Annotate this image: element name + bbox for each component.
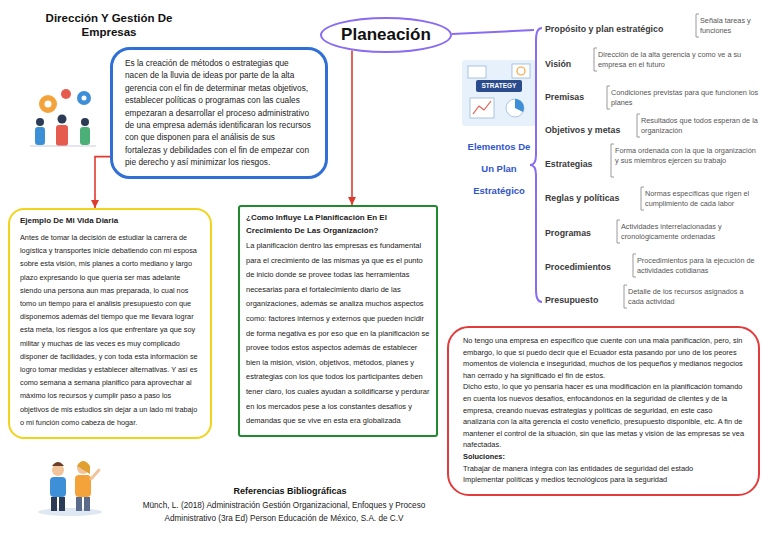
element-description: Dirección de la alta gerencia y como ve … — [598, 50, 758, 70]
references-heading: Referencias Bibliográficas — [190, 485, 390, 497]
element-description: Forma ordenada con la que la organizació… — [615, 146, 759, 166]
box-heading: Ejemplo De Mi Vida Diaria — [20, 215, 200, 227]
element-description: Normas específicas que rigen el cumplimi… — [645, 189, 759, 209]
reference-citation: Münch, L. (2018) Administración Gestión … — [118, 499, 450, 525]
element-description: Detalle de los recursos asignados a cada… — [628, 287, 758, 307]
section-heading: Elementos De Un Plan Estratégico — [466, 136, 532, 202]
element-description: Señala tareas y funciones — [700, 16, 758, 36]
people-illustration — [38, 461, 102, 516]
case-box: No tengo una empresa en específico que c… — [447, 326, 760, 496]
strategy-picture — [462, 60, 536, 126]
element-description: Condiciones previstas para que funcionen… — [611, 88, 759, 108]
box-text: Dicho esto, lo que yo pensaría hacer es … — [463, 381, 744, 451]
definition-box: Es la creación de métodos o estrategias … — [110, 47, 328, 179]
page-title: Dirección Y Gestión De Empresas — [34, 11, 184, 39]
box-text: Antes de tomar la decisión de estudiar l… — [20, 231, 200, 429]
connector-arrow — [351, 50, 353, 205]
element-name: Propósito y plan estratégico — [545, 24, 690, 35]
element-name: Visión — [545, 59, 593, 70]
team-illustration — [30, 89, 96, 146]
box-text: Planeación — [341, 25, 431, 45]
topic-oval: Planeación — [320, 17, 452, 53]
element-name: Estrategias — [545, 159, 609, 170]
box-text: Trabajar de manera íntegra con las entid… — [463, 463, 744, 475]
element-brace — [452, 28, 542, 302]
element-name: Procedimientos — [545, 262, 631, 273]
box-text: Soluciones: — [463, 451, 744, 463]
box-text: La planificación dentro las empresas es … — [246, 239, 430, 429]
box-text: Es la creación de métodos o estrategias … — [125, 57, 313, 169]
box-text: No tengo una empresa en específico que c… — [463, 335, 744, 381]
element-name: Presupuesto — [545, 295, 622, 306]
picture-text: STRATEGY — [476, 81, 522, 90]
influence-box: ¿Como Influye La Planificación En El Cre… — [238, 205, 438, 437]
element-description: Procedimientos para la ejecución de acti… — [637, 256, 759, 276]
box-heading: ¿Como Influye La Planificación En El Cre… — [246, 211, 430, 237]
example-box: Ejemplo De Mi Vida DiariaAntes de tomar … — [8, 208, 212, 439]
element-name: Objetivos y metas — [545, 125, 635, 136]
element-description: Actividades interrelacionadas y cronológ… — [621, 222, 759, 242]
element-name: Programas — [545, 228, 615, 239]
element-name: Reglas y políticas — [545, 193, 639, 204]
element-description: Resultados que todos esperan de la organ… — [641, 116, 759, 136]
element-name: Premisas — [545, 92, 605, 103]
box-text: Implementar políticas y medios tecnológi… — [463, 474, 744, 486]
connector-arrow — [95, 157, 110, 208]
